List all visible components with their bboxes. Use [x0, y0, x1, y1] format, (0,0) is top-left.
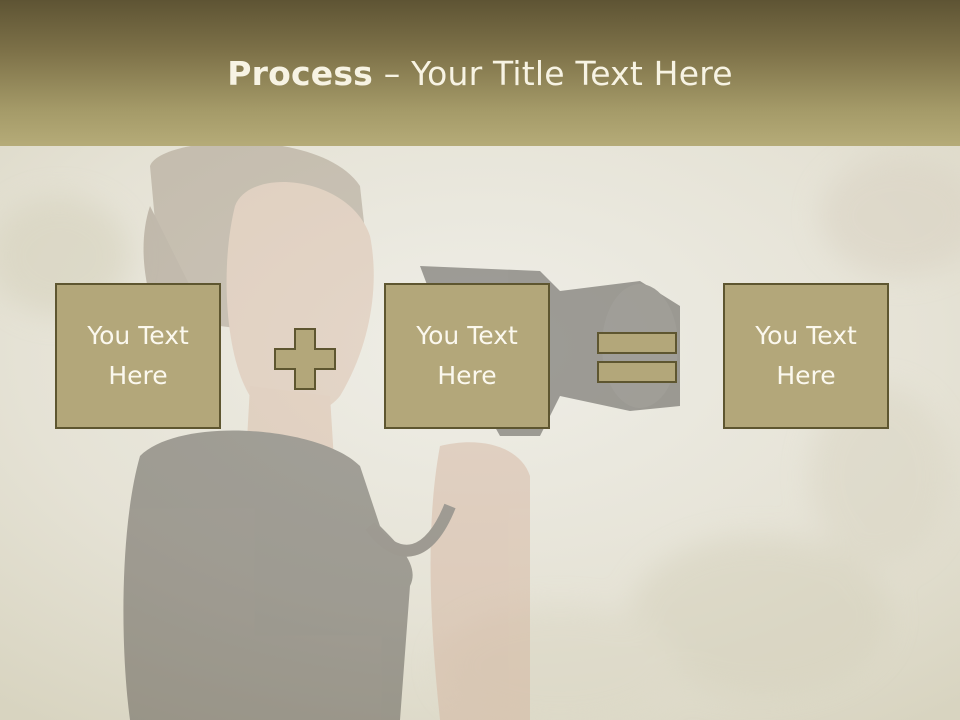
process-box-1: You Text Here — [55, 283, 221, 429]
equals-icon — [597, 332, 677, 383]
background-photo — [0, 146, 960, 720]
title-bold: Process — [227, 54, 374, 93]
process-box-2: You Text Here — [384, 283, 550, 429]
slide-title: Process – Your Title Text Here — [0, 54, 960, 93]
process-box-text: You Text Here — [755, 321, 857, 390]
process-box-3: You Text Here — [723, 283, 889, 429]
title-rest: – Your Title Text Here — [373, 54, 733, 93]
process-box-text: You Text Here — [416, 321, 518, 390]
plus-icon — [274, 328, 336, 390]
title-band: Process – Your Title Text Here — [0, 0, 960, 146]
process-box-text: You Text Here — [87, 321, 189, 390]
